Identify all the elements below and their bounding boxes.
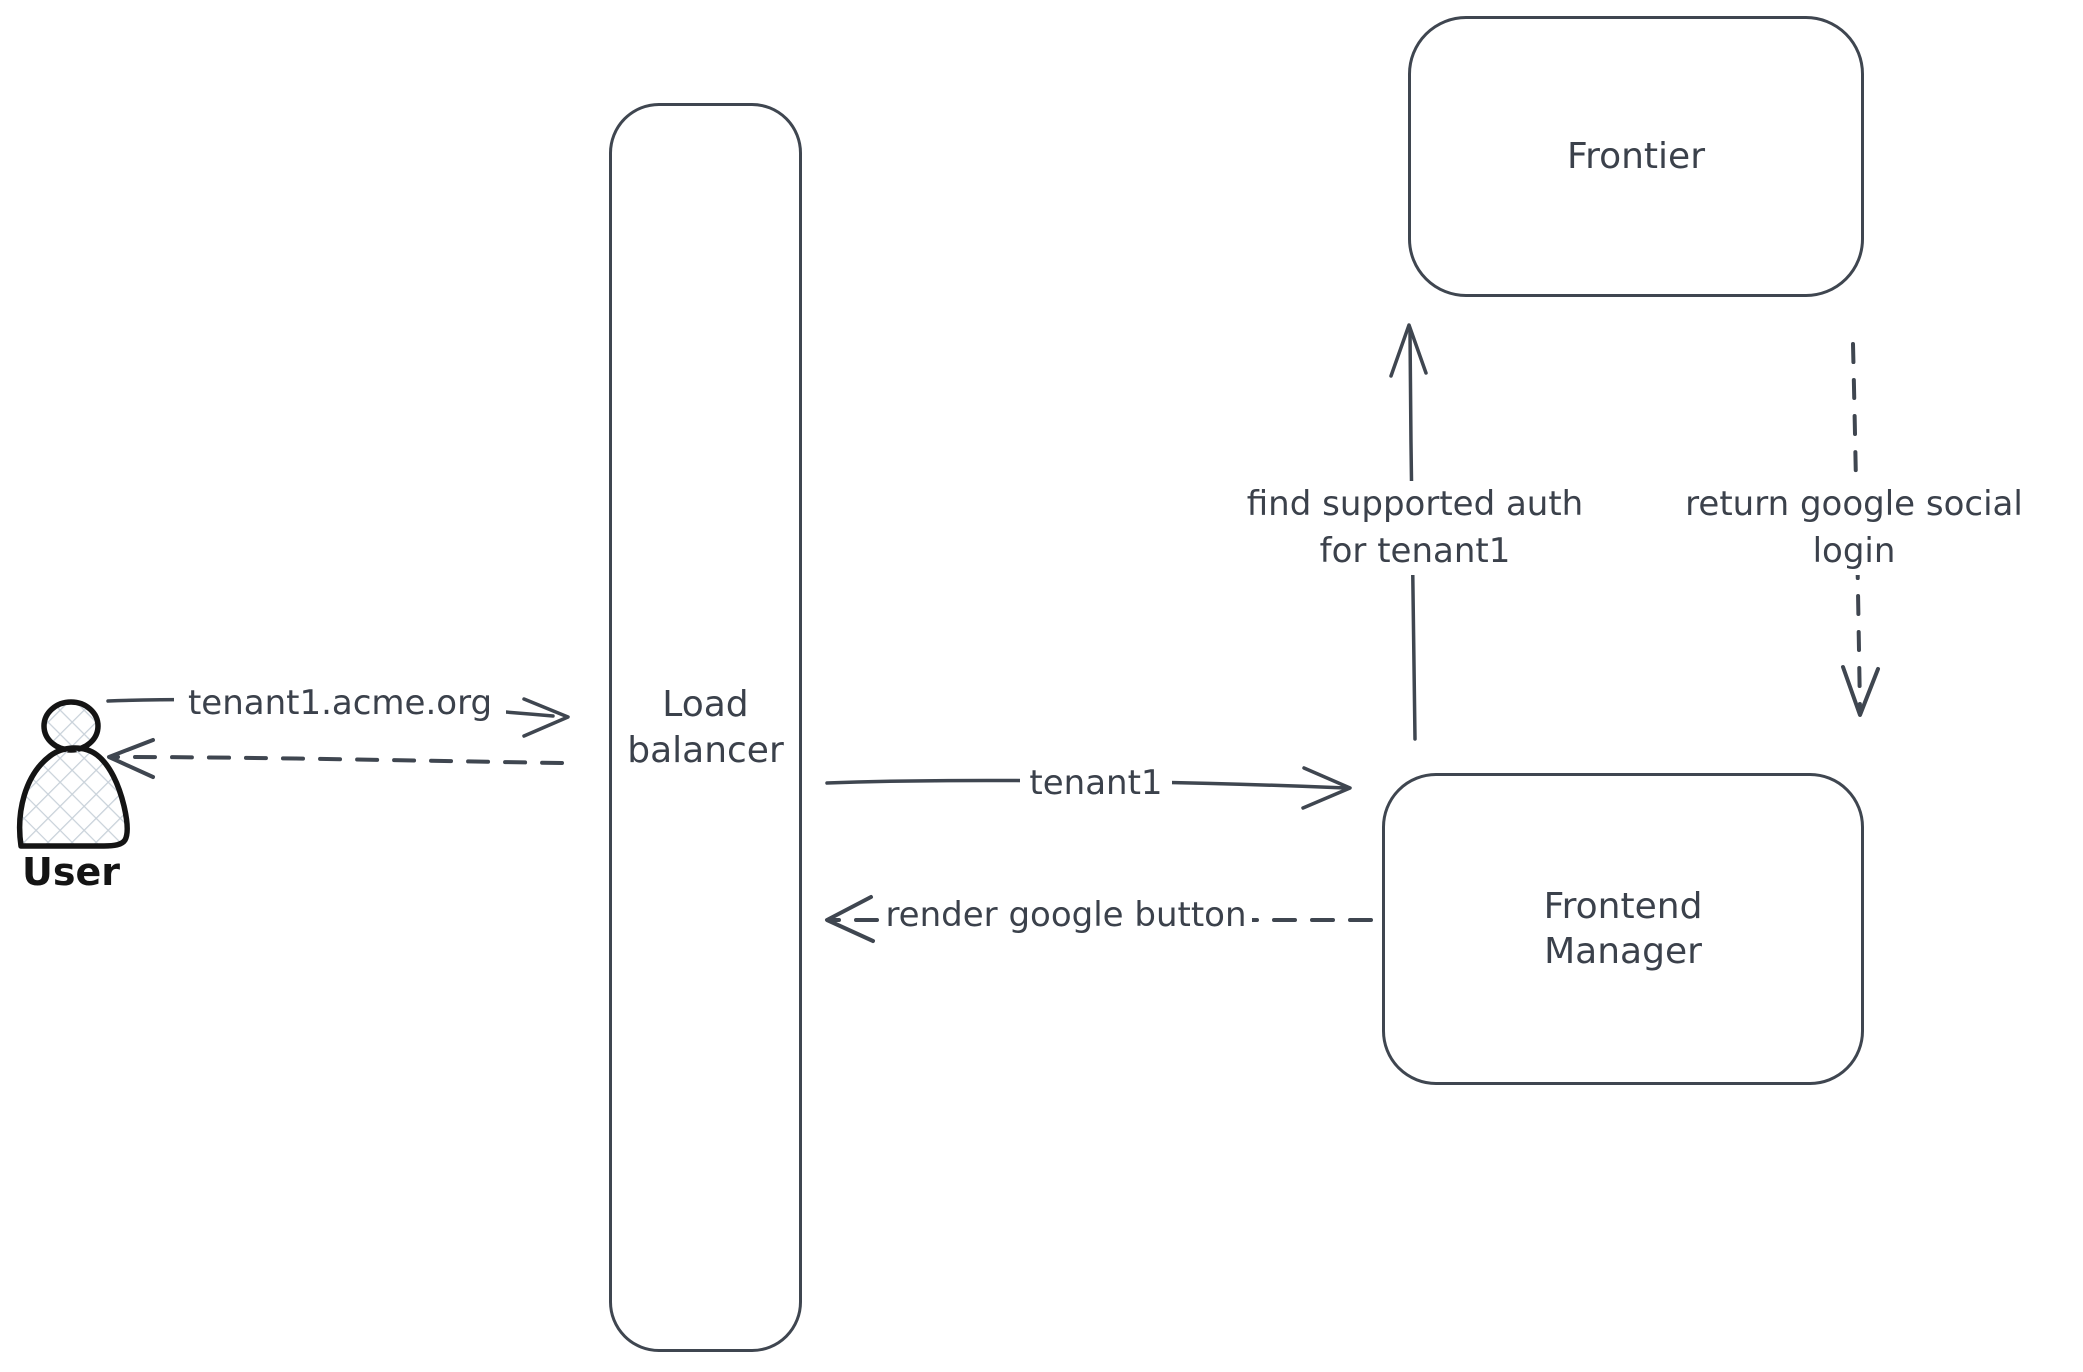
arrow-label-find-supported-auth-line1: find supported auth: [1246, 484, 1584, 524]
user-icon: [16, 699, 130, 849]
node-frontier-label: Frontier: [1566, 135, 1705, 177]
node-frontend-manager-label-line1: Frontend: [1543, 885, 1703, 927]
node-load-balancer-label-line2: balancer: [627, 729, 784, 771]
node-frontier: Frontier: [1408, 16, 1864, 297]
arrow-response-to-user: [107, 738, 564, 779]
arrow-label-return-google-social-login: return google social login: [1655, 481, 2053, 575]
arrow-label-return-google-social-login-line2: login: [1812, 530, 1896, 571]
arrow-label-render-google-button: render google button: [880, 892, 1252, 939]
arrow-find-supported-auth-head: [1389, 323, 1428, 378]
node-frontend-manager-label: Frontend Manager: [1544, 884, 1703, 975]
node-frontend-manager: Frontend Manager: [1382, 773, 1864, 1085]
arrow-request-domain-head: [522, 697, 570, 738]
user-icon-head: [41, 699, 101, 753]
arrow-return-google-social-login-head: [1841, 665, 1880, 717]
arrow-response-to-user-head: [107, 738, 155, 779]
arrow-forward-tenant-head: [1301, 766, 1352, 810]
user-label: User: [22, 850, 120, 894]
node-load-balancer: Load balancer: [609, 103, 802, 1352]
arrow-label-request-domain: tenant1.acme.org: [174, 680, 506, 727]
node-load-balancer-label-line1: Load: [662, 684, 749, 726]
arrow-render-google-button-head: [825, 895, 875, 943]
arrow-label-return-google-social-login-line1: return google social: [1685, 484, 2023, 524]
node-load-balancer-label: Load balancer: [627, 682, 784, 773]
node-frontend-manager-label-line2: Manager: [1544, 931, 1702, 972]
arrow-label-find-supported-auth: find supported auth for tenant1: [1207, 481, 1623, 575]
arrow-label-find-supported-auth-line2: for tenant1: [1319, 530, 1511, 571]
arrow-label-forward-tenant: tenant1: [1020, 760, 1172, 807]
user-icon-body: [16, 745, 130, 849]
arrow-response-to-user-line: [113, 755, 564, 765]
